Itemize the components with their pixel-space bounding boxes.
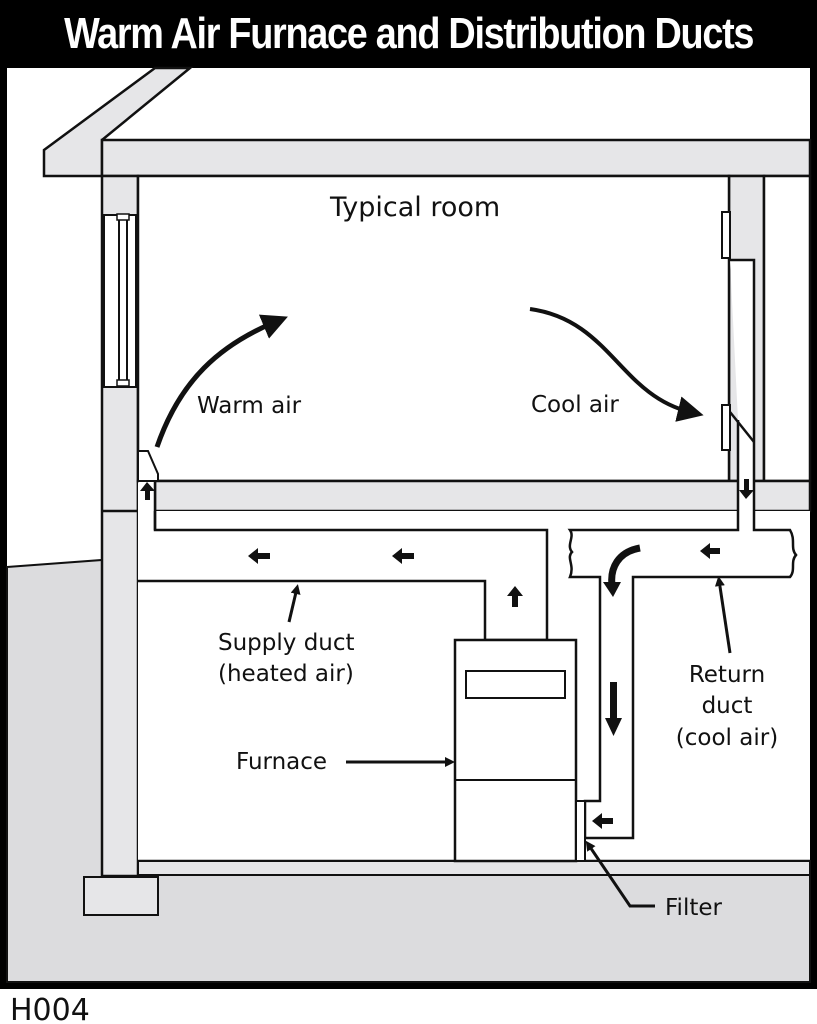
- furnace-panel: [465, 670, 566, 699]
- footing: [83, 876, 159, 916]
- flow-arrow-left: [700, 543, 720, 559]
- window-pane: [118, 217, 128, 385]
- frame-left: [0, 68, 7, 988]
- return-grille-upper: [721, 211, 731, 259]
- label-return-3: (cool air): [676, 725, 778, 751]
- window-sill-top: [116, 213, 130, 221]
- label-return-2: duct: [702, 693, 753, 719]
- ceiling: [100, 138, 812, 178]
- filter-leader: [585, 840, 655, 908]
- typical-room: [136, 174, 731, 483]
- figure-code: H004: [10, 993, 90, 1024]
- label-warm-air: Warm air: [197, 393, 302, 419]
- warm-air-arrow: [154, 314, 288, 448]
- supply-leader: [287, 584, 301, 623]
- label-return-1: Return: [689, 662, 765, 688]
- frame-right: [810, 68, 817, 988]
- window-sill-bottom: [116, 379, 130, 387]
- return-flow-arrows: [592, 479, 754, 829]
- diagram-title: Warm Air Furnace and Distribution Ducts: [63, 9, 754, 58]
- flow-arrow-curve: [608, 544, 641, 586]
- label-cool-air: Cool air: [531, 392, 619, 418]
- label-supply-duct-sub: (heated air): [218, 661, 354, 687]
- label-furnace: Furnace: [236, 749, 327, 775]
- adjacent-room: [762, 174, 812, 483]
- flow-arrow-down-shaft: [610, 682, 617, 720]
- flow-arrow-left: [248, 548, 270, 564]
- title-bar: Warm Air Furnace and Distribution Ducts: [0, 0, 817, 68]
- filter: [575, 800, 586, 862]
- frame-bottom: [0, 982, 817, 989]
- basement-slab: [137, 860, 811, 876]
- return-leader: [714, 576, 732, 654]
- flow-arrow-left: [392, 548, 414, 564]
- supply-flow-arrows: [140, 482, 523, 607]
- flow-arrow-down-head: [605, 718, 622, 736]
- flow-arrow-up: [140, 482, 155, 500]
- label-filter: Filter: [665, 895, 723, 921]
- return-damper: [729, 411, 755, 443]
- label-supply-duct: Supply duct: [218, 630, 355, 656]
- flow-arrow-down: [739, 479, 754, 499]
- floor: [136, 479, 812, 513]
- return-grille-lower: [721, 404, 731, 451]
- flow-arrow-curve-head: [603, 582, 621, 597]
- cool-air-arrow: [529, 307, 704, 422]
- label-typical-room: Typical room: [329, 192, 500, 223]
- supply-register: [137, 450, 159, 482]
- flow-arrow-up: [507, 586, 523, 607]
- flow-arrow-left: [592, 813, 613, 829]
